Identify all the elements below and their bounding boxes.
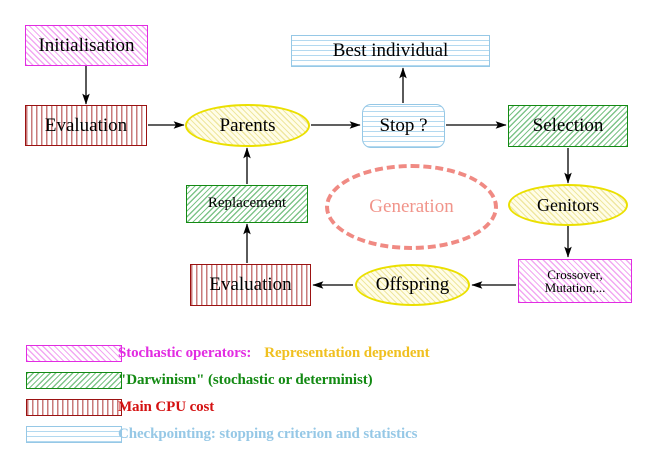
node-stop: Stop ?: [362, 104, 445, 148]
node-label-stop: Stop ?: [379, 115, 428, 137]
legend-swatch-checkpointing: [26, 425, 122, 443]
legend-text-checkpointing: Checkpointing: stopping criterion and st…: [118, 426, 417, 443]
legend-text-primary-stochastic-operators: Stochastic operators:: [118, 344, 252, 361]
legend-row-main-cpu-cost: Main CPU cost: [0, 394, 662, 420]
legend-swatch-main-cpu-cost: [26, 398, 122, 416]
node-initialisation: Initialisation: [25, 25, 148, 66]
legend-row-stochastic-operators: Stochastic operators: Representation depe…: [0, 340, 662, 366]
legend-text-primary-checkpointing: Checkpointing: stopping criterion and st…: [118, 425, 418, 442]
node-label-replacement: Replacement: [207, 195, 287, 212]
node-label-offspring: Offspring: [375, 274, 450, 296]
legend-swatch-darwinism: [26, 371, 122, 389]
node-label-selection: Selection: [532, 115, 604, 137]
edge-group: [82, 66, 572, 289]
node-selection: Selection: [508, 105, 628, 147]
node-label-crossover: Crossover, Mutation,...: [544, 266, 606, 295]
node-label-genitors: Genitors: [537, 194, 599, 215]
generation-label: Generation: [369, 196, 454, 217]
node-label-best-individual: Best individual: [332, 40, 449, 62]
legend-text-stochastic-operators: Stochastic operators: Representation depe…: [118, 345, 430, 362]
node-evaluation-bottom: Evaluation: [190, 264, 311, 306]
legend-text-primary-main-cpu-cost: Main CPU cost: [118, 398, 215, 415]
generation-bubble: Generation: [325, 164, 498, 250]
node-label-parents: Parents: [219, 114, 276, 136]
node-crossover: Crossover, Mutation,...: [518, 259, 632, 303]
node-label-initialisation: Initialisation: [38, 34, 135, 56]
node-replacement: Replacement: [186, 185, 308, 223]
legend-row-checkpointing: Checkpointing: stopping criterion and st…: [0, 421, 662, 447]
node-parents: Parents: [185, 104, 310, 147]
legend-row-darwinism: "Darwinism" (stochastic or determinist): [0, 367, 662, 393]
legend-text-primary-darwinism: "Darwinism" (stochastic or determinist): [118, 371, 373, 388]
node-label-evaluation-bottom: Evaluation: [209, 274, 292, 296]
node-genitors: Genitors: [508, 184, 628, 226]
legend-swatch-stochastic-operators: [26, 344, 122, 362]
node-best-individual: Best individual: [291, 35, 490, 67]
legend-text-main-cpu-cost: Main CPU cost: [118, 399, 214, 416]
legend-text-darwinism: "Darwinism" (stochastic or determinist): [118, 372, 373, 389]
legend-text-secondary-stochastic-operators: Representation dependent: [264, 344, 430, 361]
node-offspring: Offspring: [355, 264, 470, 306]
node-evaluation-top: Evaluation: [25, 105, 147, 146]
node-label-evaluation-top: Evaluation: [44, 114, 128, 136]
